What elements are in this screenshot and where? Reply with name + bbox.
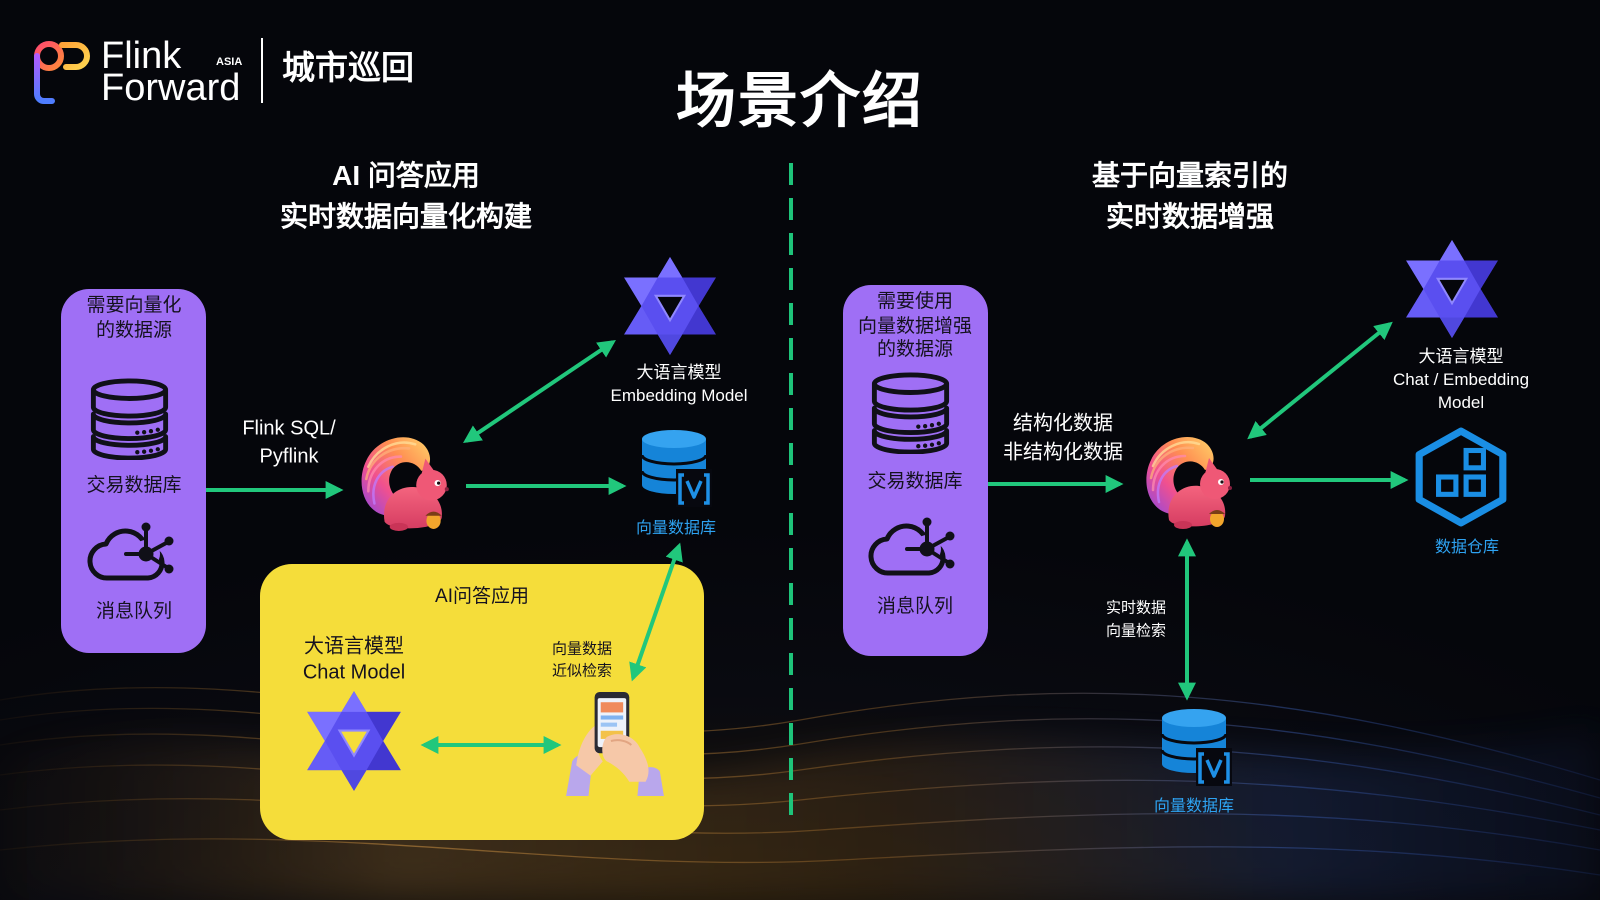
data-warehouse-label: 数据仓库	[1434, 538, 1500, 556]
arrow-right-flink-llm-bidirectional	[1247, 321, 1393, 440]
left-ingest-label-line2: Pyflink	[259, 445, 319, 468]
right-llm-label-line2: Chat / Embedding	[1392, 370, 1530, 390]
retrieval-label-line1: 实时数据	[1105, 599, 1167, 617]
left-llm-label-line1: 大语言模型	[636, 363, 722, 383]
event-name: 城市巡回	[282, 49, 414, 86]
qa-search-label-line2: 近似检索	[551, 662, 613, 680]
left-flink-squirrel-icon	[360, 435, 451, 532]
data-warehouse-icon	[1419, 431, 1503, 523]
left-vector-db-label: 向量数据库	[635, 519, 717, 537]
right-heading-line2: 实时数据增强	[1105, 200, 1275, 232]
left-vector-db-icon	[640, 428, 712, 507]
qa-llm-label-line1: 大语言模型	[304, 635, 404, 658]
page-title: 场景介绍	[676, 67, 924, 135]
qa-search-label-line1: 向量数据	[551, 640, 613, 658]
brand-name-line1: Flink	[101, 35, 182, 77]
flink-forward-logo-icon	[34, 41, 90, 104]
left-source-box	[61, 289, 206, 653]
left-llm-logo-icon	[623, 256, 717, 356]
right-llm-logo-icon	[1405, 239, 1499, 339]
left-llm-label-line2: Embedding Model	[610, 386, 748, 406]
right-source-title-line1: 需要使用	[876, 291, 954, 313]
left-source-title-line2: 的数据源	[95, 320, 173, 342]
right-source-title-line3: 的数据源	[876, 339, 954, 361]
retrieval-label-line2: 向量检索	[1105, 622, 1167, 640]
right-source-title-line2: 向量数据增强	[857, 316, 973, 338]
header-divider	[261, 38, 263, 103]
left-source-title-line1: 需要向量化	[86, 295, 182, 317]
arrow-left-flink-llm-bidirectional	[463, 339, 616, 444]
qa-box-title: AI问答应用	[435, 586, 529, 608]
brand-region: ASIA	[216, 56, 243, 68]
right-ingest-label-line2: 非结构化数据	[1003, 441, 1123, 464]
left-heading-line1: AI 问答应用	[332, 159, 480, 191]
background-waves	[0, 686, 1600, 900]
qa-llm-label-line2: Chat Model	[302, 661, 406, 684]
right-llm-label-line1: 大语言模型	[1418, 347, 1504, 367]
right-heading-line1: 基于向量索引的	[1091, 159, 1289, 191]
left-ingest-label-line1: Flink SQL/	[242, 417, 336, 440]
left-message-queue-label: 消息队列	[95, 601, 173, 623]
right-database-label: 交易数据库	[867, 471, 963, 493]
right-llm-label-line3: Model	[1437, 393, 1485, 413]
left-heading-line2: 实时数据向量化构建	[279, 200, 533, 232]
right-message-queue-label: 消息队列	[876, 596, 954, 618]
brand-name-line2: Forward	[101, 67, 241, 109]
right-vector-db-label: 向量数据库	[1153, 797, 1235, 815]
arrow-vector-db-phone-bidirectional	[629, 542, 683, 682]
right-flink-squirrel-icon	[1145, 435, 1234, 530]
right-ingest-label-line1: 结构化数据	[1013, 412, 1113, 435]
left-database-label: 交易数据库	[86, 475, 182, 497]
